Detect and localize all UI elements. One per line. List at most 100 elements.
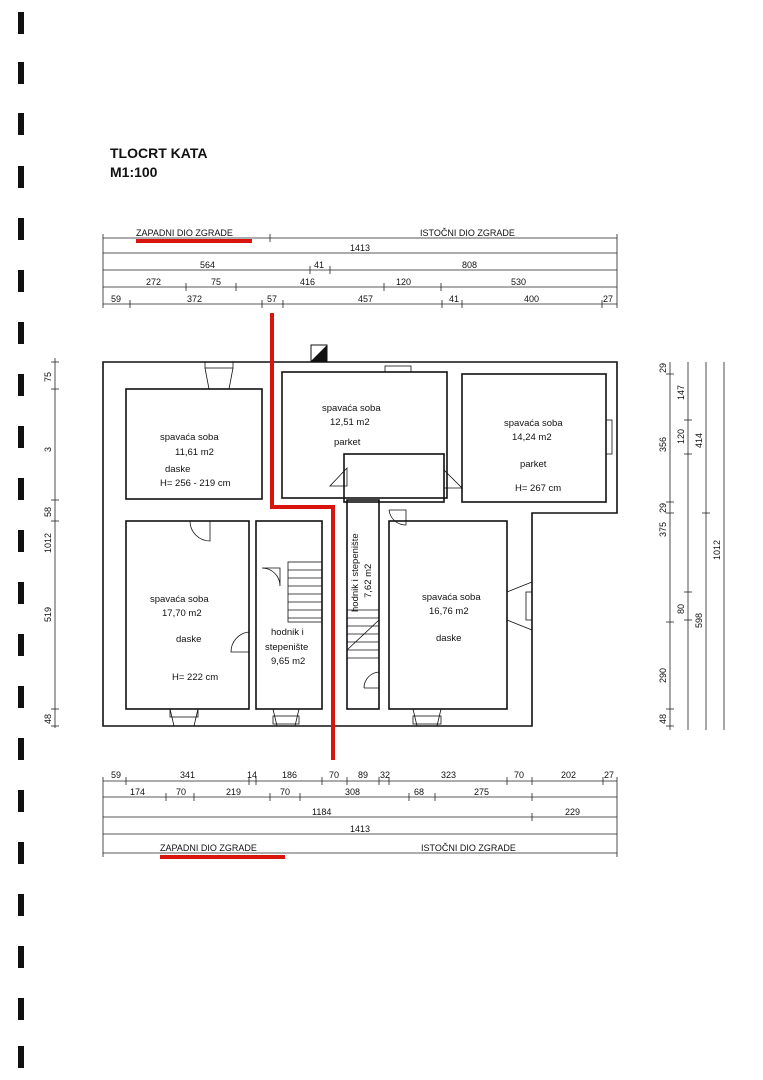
room-2-name: spavaća soba <box>322 403 381 414</box>
room-5-area: 9,65 m2 <box>271 656 305 667</box>
room-3-floor: parket <box>520 459 547 470</box>
dim-right-c1-0: 29 <box>658 363 668 373</box>
dim-top-total: 1413 <box>350 243 370 253</box>
dim-bottom-r3-0: 1184 <box>312 807 331 817</box>
room-2-floor: parket <box>334 437 361 448</box>
west-section-label-bottom: ZAPADNI DIO ZGRADE <box>160 843 257 853</box>
room-3-name: spavaća soba <box>504 418 563 429</box>
section-divider-line <box>270 313 335 760</box>
binder-holes <box>18 12 24 1068</box>
plan-title: TLOCRT KATA <box>110 145 207 161</box>
dim-top-r3-2: 416 <box>300 277 315 287</box>
room-3-labels: spavaća soba 14,24 m2 parket H= 267 cm <box>504 418 563 494</box>
room-1-floor: daske <box>165 464 190 475</box>
windows <box>169 361 613 727</box>
dim-top-r4-2: 57 <box>267 294 277 304</box>
dim-top-r2-1: 41 <box>314 260 324 270</box>
doors <box>189 466 463 689</box>
dim-right-c1-1: 356 <box>658 437 668 452</box>
dim-right-c1-5: 48 <box>658 714 668 724</box>
west-section-label-top: ZAPADNI DIO ZGRADE <box>136 228 233 238</box>
room-1-name: spavaća soba <box>160 432 219 443</box>
dim-top-r4-1: 372 <box>187 294 202 304</box>
dim-top-r3-3: 120 <box>396 277 411 287</box>
dim-bottom-r2-6: 275 <box>474 787 489 797</box>
dim-left-5: 48 <box>43 714 53 724</box>
dim-top-r4-0: 59 <box>111 294 121 304</box>
east-section-label-bottom: ISTOČNI DIO ZGRADE <box>421 843 516 853</box>
dim-top-r2-0: 564 <box>200 260 215 270</box>
dim-right-c2-0: 147 <box>676 385 686 400</box>
room-3-height: H= 267 cm <box>515 483 561 494</box>
dim-left-4: 519 <box>43 607 53 622</box>
dim-bottom-r2-3: 70 <box>280 787 290 797</box>
dim-bottom-r1-0: 59 <box>111 770 121 780</box>
room-2-area: 12,51 m2 <box>330 417 370 428</box>
dim-right-c4-0: 1012 <box>712 540 722 560</box>
dim-bottom-r2-2: 219 <box>226 787 241 797</box>
dim-right-c3-1: 598 <box>694 613 704 628</box>
room-5-labels: hodnik i stepenište 9,65 m2 <box>265 627 308 667</box>
dim-right-c1-3: 375 <box>658 522 668 537</box>
dim-top-r4-6: 27 <box>603 294 613 304</box>
room-1-area: 11,61 m2 <box>175 447 214 458</box>
room-3-area: 14,24 m2 <box>512 432 552 443</box>
dim-bottom-r2-5: 68 <box>414 787 424 797</box>
plan-scale: M1:100 <box>110 164 158 180</box>
dim-top-r3-4: 530 <box>511 277 526 287</box>
dim-bottom-r1-1: 341 <box>180 770 195 780</box>
dim-right-c1-4: 290 <box>658 668 668 683</box>
room-4-height: H= 222 cm <box>172 672 218 683</box>
dim-bottom-r1-4: 70 <box>329 770 339 780</box>
building-walls <box>102 361 618 727</box>
dim-right-c3-0: 414 <box>694 433 704 448</box>
dim-top-r4-5: 400 <box>524 294 539 304</box>
dim-right-c2-1: 120 <box>676 429 686 444</box>
room-4-labels: spavaća soba 17,70 m2 daske H= 222 cm <box>150 594 218 683</box>
dim-left-3: 1012 <box>43 533 53 553</box>
stairs-west <box>287 561 323 623</box>
room-1-height: H= 256 - 219 cm <box>160 478 231 489</box>
dim-bottom-r1-8: 70 <box>514 770 524 780</box>
room-4-area: 17,70 m2 <box>162 608 202 619</box>
room-7-name: spavaća soba <box>422 592 481 603</box>
right-dimensions: 29 356 29 375 290 48 147 120 80 414 598 … <box>658 362 725 730</box>
dim-left-2: 58 <box>43 507 53 517</box>
room-7-labels: spavaća soba 16,76 m2 daske <box>422 592 481 644</box>
dim-top-r4-4: 41 <box>449 294 459 304</box>
dim-left-1: 3 <box>43 447 53 452</box>
room-2-labels: spavaća soba 12,51 m2 parket <box>322 403 381 448</box>
dim-right-c2-2: 80 <box>676 604 686 614</box>
dim-bottom-r1-2: 14 <box>247 770 257 780</box>
dim-right-c1-2: 29 <box>658 503 668 513</box>
room-4-floor: daske <box>176 634 201 645</box>
dim-bottom-r2-1: 70 <box>176 787 186 797</box>
room-6-area: 7,62 m2 <box>363 564 374 598</box>
dim-left-0: 75 <box>43 372 53 382</box>
dim-bottom-r1-9: 202 <box>561 770 576 780</box>
left-dimensions: 75 3 58 1012 519 48 <box>43 358 59 728</box>
dim-top-r3-0: 272 <box>146 277 161 287</box>
room-7-area: 16,76 m2 <box>429 606 469 617</box>
bottom-dimensions: 59 341 14 186 70 89 32 323 70 202 27 174… <box>102 770 618 859</box>
dim-bottom-r1-7: 323 <box>441 770 456 780</box>
top-dimensions: ZAPADNI DIO ZGRADE ISTOČNI DIO ZGRADE 14… <box>102 228 618 308</box>
dim-top-r4-3: 457 <box>358 294 373 304</box>
dim-bottom-total: 1413 <box>350 824 370 834</box>
dim-bottom-r2-0: 174 <box>130 787 145 797</box>
dim-bottom-r1-3: 186 <box>282 770 297 780</box>
dim-bottom-r2-4: 308 <box>345 787 360 797</box>
room-6-labels: hodnik i stepenište 7,62 m2 <box>350 533 374 612</box>
east-section-label-top: ISTOČNI DIO ZGRADE <box>420 228 515 238</box>
room-1-labels: spavaća soba 11,61 m2 daske H= 256 - 219… <box>160 432 231 489</box>
room-5-name-line2: stepenište <box>265 642 308 653</box>
room-6-name: hodnik i stepenište <box>350 533 361 612</box>
room-5-name-line1: hodnik i <box>271 627 304 638</box>
dim-bottom-r1-6: 32 <box>380 770 390 780</box>
dim-bottom-r3-1: 229 <box>565 807 580 817</box>
dim-bottom-r1-5: 89 <box>358 770 368 780</box>
room-4-name: spavaća soba <box>150 594 209 605</box>
dim-top-r2-2: 808 <box>462 260 477 270</box>
dim-top-r3-1: 75 <box>211 277 221 287</box>
